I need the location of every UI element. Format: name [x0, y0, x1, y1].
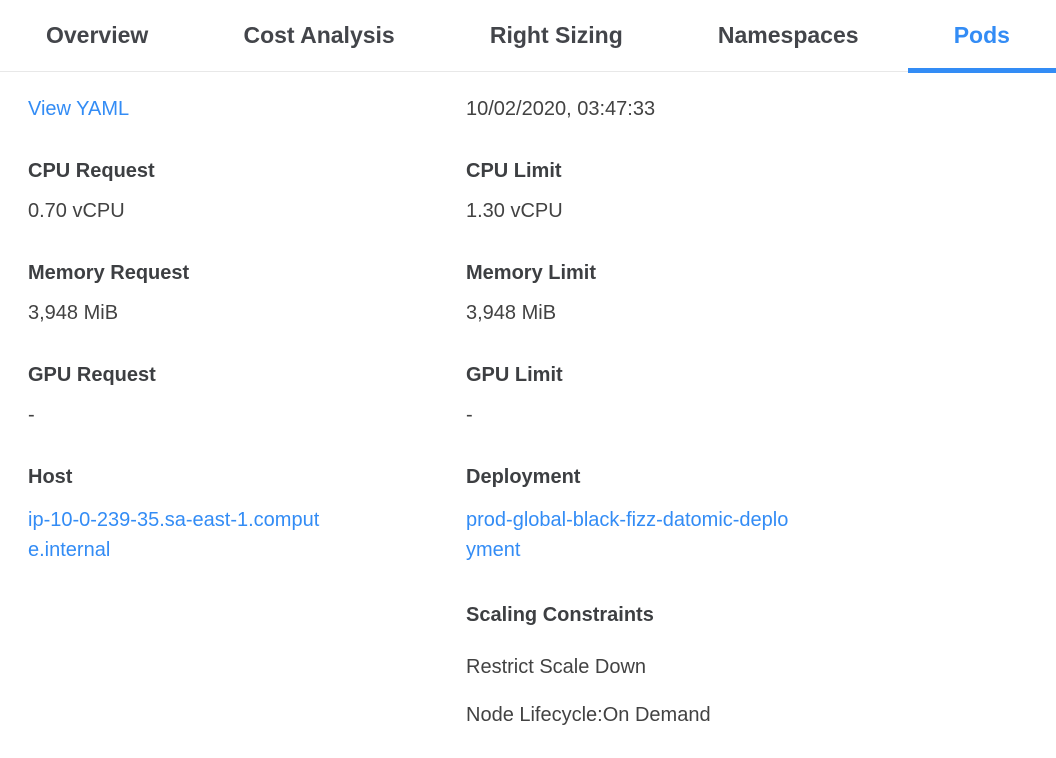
cpu-limit-value: 1.30 vCPU — [466, 200, 563, 222]
tab-overview[interactable]: Overview — [46, 22, 149, 48]
memory-limit-label: Memory Limit — [466, 262, 597, 284]
host-field: Host ip-10-0-239-35.sa-east-1.compute.in… — [28, 465, 466, 565]
view-yaml-field: View YAML — [28, 97, 466, 121]
memory-limit-value: 3,948 MiB — [466, 302, 557, 324]
gpu-limit-label: GPU Limit — [466, 364, 563, 386]
restrict-scale-down-text: Restrict Scale Down — [466, 656, 647, 678]
tab-namespaces[interactable]: Namespaces — [717, 22, 859, 48]
tab-right-sizing[interactable]: Right Sizing — [489, 22, 623, 48]
memory-request-field: Memory Request 3,948 MiB — [28, 261, 466, 325]
view-yaml-link[interactable]: View YAML — [28, 98, 130, 120]
gpu-request-field: GPU Request - — [28, 363, 466, 427]
memory-request-value: 3,948 MiB — [28, 302, 119, 324]
host-label: Host — [28, 466, 73, 488]
host-link[interactable]: ip-10-0-239-35.sa-east-1.compute.interna… — [28, 509, 320, 561]
cpu-request-value: 0.70 vCPU — [28, 200, 125, 222]
scaling-constraints-field: Scaling Constraints — [466, 603, 1028, 627]
cpu-limit-field: CPU Limit 1.30 vCPU — [466, 159, 1028, 223]
tab-bar: Overview Cost Analysis Right Sizing Name… — [0, 0, 1056, 73]
cpu-limit-label: CPU Limit — [466, 160, 562, 182]
tab-pods[interactable]: Pods — [907, 0, 1056, 73]
cpu-request-field: CPU Request 0.70 vCPU — [28, 159, 466, 223]
node-lifecycle-text: Node Lifecycle:On Demand — [466, 704, 711, 726]
tab-cost-analysis[interactable]: Cost Analysis — [243, 22, 395, 48]
gpu-limit-field: GPU Limit - — [466, 363, 1028, 427]
gpu-request-label: GPU Request — [28, 364, 156, 386]
gpu-limit-value: - — [466, 404, 473, 426]
memory-limit-field: Memory Limit 3,948 MiB — [466, 261, 1028, 325]
deployment-link[interactable]: prod-global-black-fizz-datomic-deploymen… — [466, 509, 789, 561]
cpu-request-label: CPU Request — [28, 160, 155, 182]
scaling-constraints-label: Scaling Constraints — [466, 604, 654, 626]
gpu-request-value: - — [28, 404, 35, 426]
scaling-constraint-item: Node Lifecycle:On Demand — [466, 703, 1028, 727]
scaling-constraint-item: Restrict Scale Down — [466, 655, 1028, 679]
left-column: View YAML CPU Request 0.70 vCPU Memory R… — [28, 97, 466, 751]
deployment-field: Deployment prod-global-black-fizz-datomi… — [466, 465, 1028, 565]
timestamp: 10/02/2020, 03:47:33 — [466, 98, 656, 120]
right-column: 10/02/2020, 03:47:33 CPU Limit 1.30 vCPU… — [466, 97, 1028, 751]
deployment-label: Deployment — [466, 466, 581, 488]
timestamp-field: 10/02/2020, 03:47:33 — [466, 97, 1028, 121]
memory-request-label: Memory Request — [28, 262, 190, 284]
pod-detail-panel: View YAML CPU Request 0.70 vCPU Memory R… — [0, 72, 1056, 758]
